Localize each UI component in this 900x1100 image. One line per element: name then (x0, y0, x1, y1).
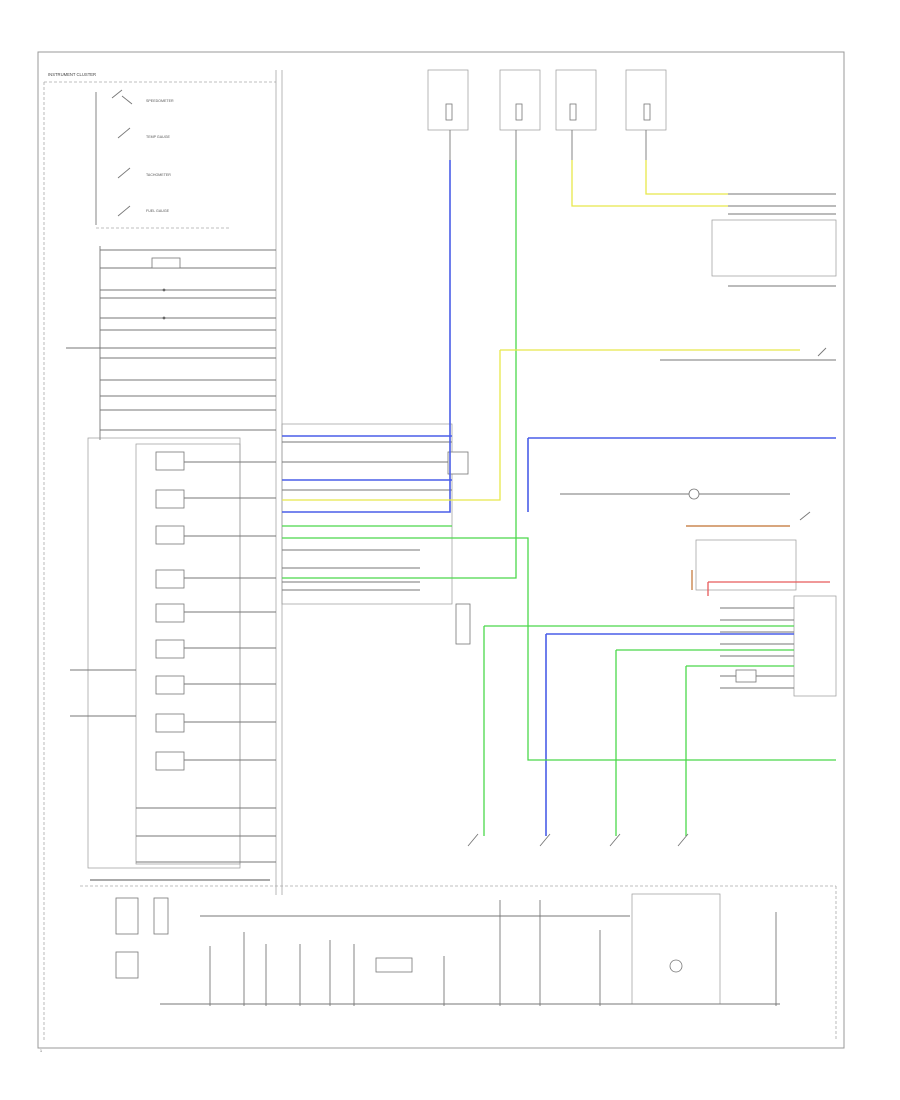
cluster-title: INSTRUMENT CLUSTER (48, 72, 96, 77)
warning-lamps (70, 437, 276, 869)
page-number: 1 (40, 1049, 42, 1053)
colored-wires (282, 160, 836, 836)
wire-green-3 (282, 525, 794, 836)
wire-blue (282, 160, 452, 513)
indicator-rows (66, 246, 276, 440)
fuel-gauge-label: FUEL GAUGE (146, 209, 170, 213)
wire-yellow (571, 160, 728, 207)
right-modules (560, 193, 837, 697)
instrument-cluster: INSTRUMENT CLUSTER SPEEDOMETER TEMP GAUG… (43, 70, 283, 1040)
speedometer-label: SPEEDOMETER (146, 99, 174, 103)
bottom-components (80, 833, 837, 1040)
wire-green (282, 160, 836, 761)
temp-gauge-label: TEMP GAUGE (146, 135, 170, 139)
diagram-frame (37, 51, 845, 1049)
wire-yellow-2 (282, 349, 800, 501)
gauge-group: SPEEDOMETER TEMP GAUGE TACHOMETER FUEL G… (95, 89, 230, 229)
fuse-row (427, 69, 667, 160)
tachometer-label: TACHOMETER (146, 173, 171, 177)
wire-blue-3 (282, 479, 794, 836)
wire-blue-2 (527, 437, 836, 512)
wire-red (707, 581, 830, 596)
wire-green-2 (483, 625, 794, 836)
connector-block (281, 423, 471, 645)
